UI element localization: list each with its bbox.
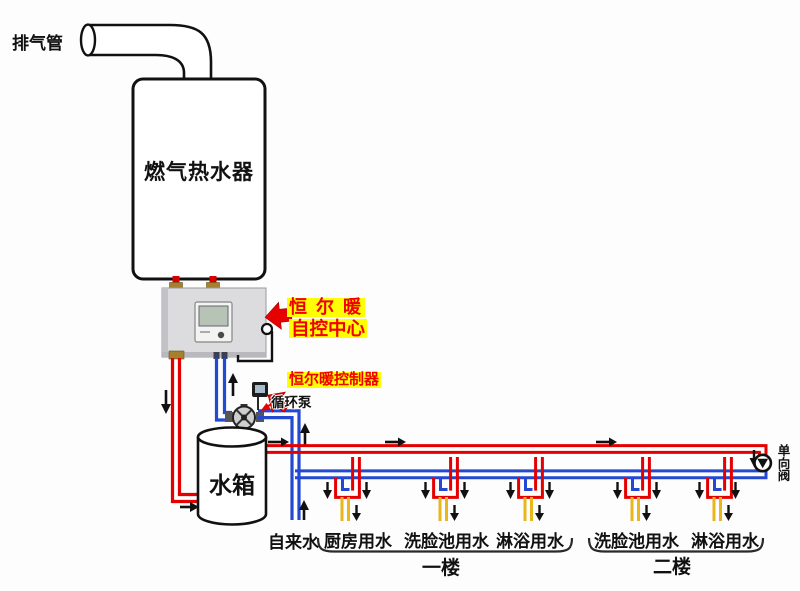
control-center-box	[161, 287, 274, 363]
flow-arrow-up-riser-top	[300, 423, 310, 445]
flow-arrow-right-2	[385, 437, 406, 447]
exhaust-pipe	[79, 23, 213, 81]
fixture-drop-kitchen	[323, 457, 371, 521]
fixture-label-shower-1f: 淋浴用水	[496, 532, 564, 551]
controller-label: 恒尔暖控制器	[287, 371, 382, 388]
sensor-line	[236, 331, 274, 363]
side-fitting	[260, 322, 274, 336]
control-center-label-line2: 自控中心	[289, 318, 368, 339]
water-heater-label: 燃气热水器	[144, 161, 254, 184]
water-tank-outline	[196, 426, 268, 526]
exhaust-pipe-label: 排气管	[12, 34, 63, 53]
fixture-label-basin-2f: 洗脸池用水	[594, 532, 679, 551]
tap-water-riser	[258, 409, 301, 520]
floor-2-label: 二楼	[652, 557, 691, 578]
floor-1-label: 一楼	[421, 558, 460, 579]
flow-arrow-up-to-box	[228, 373, 238, 396]
floor2-bracket	[587, 537, 765, 553]
tap-water-label: 自来水	[268, 533, 319, 552]
fixture-label-shower-2f: 淋浴用水	[691, 532, 759, 551]
water-tank-label: 水箱	[209, 472, 255, 498]
cold-water-main	[295, 463, 768, 480]
circulation-pump-label: 循环泵	[271, 395, 312, 410]
callout-arrow-pump	[260, 400, 278, 411]
fixture-drop-basin-2f	[613, 457, 661, 521]
floor1-bracket	[316, 537, 574, 553]
control-screen	[198, 305, 229, 327]
fixture-drop-shower-1f	[506, 457, 554, 521]
water-heater-outline	[131, 77, 267, 281]
callout-arrow-controller	[267, 391, 291, 413]
check-valve-label: 单向阀	[777, 444, 791, 483]
check-valve-icon	[753, 453, 773, 473]
flow-arrow-into-tank	[180, 502, 199, 512]
hot-pipe-to-tank	[168, 350, 197, 504]
control-knob	[217, 331, 225, 339]
cold-pipe-box-to-pump	[213, 352, 232, 422]
flow-arrow-right-3	[596, 437, 617, 447]
flow-arrow-right-1	[268, 437, 289, 447]
hot-water-main	[266, 444, 768, 463]
controller-device-icon	[252, 382, 268, 410]
flow-arrow-down-hot	[161, 390, 171, 414]
control-center-label-line1: 恒 尔 暖	[287, 297, 366, 317]
fixture-label-kitchen: 厨房用水	[324, 532, 392, 551]
fixture-label-basin-1f: 洗脸池用水	[404, 532, 489, 551]
fixture-drop-basin-1f	[421, 457, 469, 521]
fixture-drop-shower-2f	[695, 457, 740, 521]
flow-arrow-up-riser-bottom	[299, 500, 309, 520]
